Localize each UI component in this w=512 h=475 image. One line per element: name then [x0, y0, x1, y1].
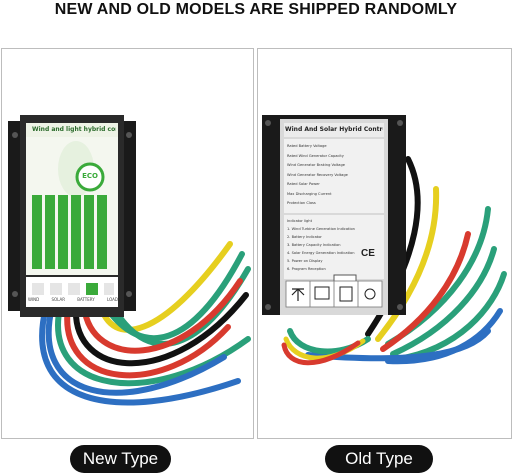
indicator-title: Indicator light	[287, 219, 312, 223]
eco-badge	[75, 162, 105, 192]
new-type-illustration	[8, 115, 251, 406]
wire-red-1	[81, 278, 243, 354]
spec-row: Max Discharging Current	[287, 191, 332, 196]
wire-yellow	[375, 186, 440, 342]
terminal-label-wind: WIND	[28, 297, 40, 302]
terminal-label-solar: SOLAR	[51, 297, 65, 302]
indicator-list: Indicator light 1. Wind Turbine Generati…	[287, 217, 357, 273]
spec-row: Wind Generator Recovery Voltage	[287, 172, 348, 177]
battery-icon	[339, 286, 353, 302]
spec-row: Rated Wind Generator Capacity	[287, 153, 344, 158]
indicator-row: 6. Program Reception	[287, 267, 326, 271]
wire-blue-2	[305, 328, 491, 362]
ce-mark: CE	[361, 248, 375, 259]
spec-row: Protection Class	[287, 201, 316, 205]
spec-row: Wind Generator Braking Voltage	[287, 163, 345, 167]
wire-black	[72, 292, 249, 367]
wire-green-2	[390, 246, 497, 357]
old-panel-title: Wind And Solar Hybrid Controller	[285, 126, 383, 133]
solar-panel-icon	[314, 286, 330, 300]
new-type-label: New Type	[70, 445, 171, 473]
indicator-row: 2. Battery Indicator	[287, 235, 322, 239]
wire-green-1	[103, 251, 245, 342]
wire-yellow	[97, 241, 233, 333]
wind-turbine-icon	[291, 288, 305, 301]
spec-table: Rated Battery Voltage Rated Wind Generat…	[287, 142, 382, 209]
old-type-label: Old Type	[325, 445, 433, 473]
wire-red	[380, 231, 471, 352]
indicator-row: 1. Wind Turbine Generation Indication	[287, 227, 355, 231]
wire-blue-1	[45, 304, 227, 396]
old-type-panel: Wind And Solar Hybrid Controller Rated B…	[257, 48, 512, 439]
new-terminal-labels: WIND SOLAR BATTERY LOAD	[28, 297, 118, 302]
terminal-label-battery: BATTERY	[77, 297, 95, 302]
new-panel-title: Wind and light hybrid controller	[32, 126, 116, 133]
headline: NEW AND OLD MODELS ARE SHIPPED RANDOMLY	[54, 1, 458, 18]
indicator-row: 3. Battery Capacity Indication	[287, 243, 341, 247]
spec-row: Rated Battery Voltage	[287, 144, 327, 148]
indicator-row: 5. Power on Display	[287, 259, 323, 263]
terminal-label-load: LOAD	[106, 297, 118, 302]
wire-red-loop	[281, 340, 361, 366]
wire-red-2	[64, 304, 231, 379]
eco-badge-text: ECO	[82, 172, 98, 180]
lamp-icon	[364, 288, 376, 300]
spec-row: Rated Solar Power	[287, 182, 320, 186]
wire-blue-2	[39, 304, 241, 406]
new-type-panel: Wind and light hybrid controller ECO WIN…	[1, 48, 254, 439]
indicator-row: 4. Solar Energy Generation Indication	[287, 251, 355, 255]
old-type-illustration	[262, 115, 507, 366]
